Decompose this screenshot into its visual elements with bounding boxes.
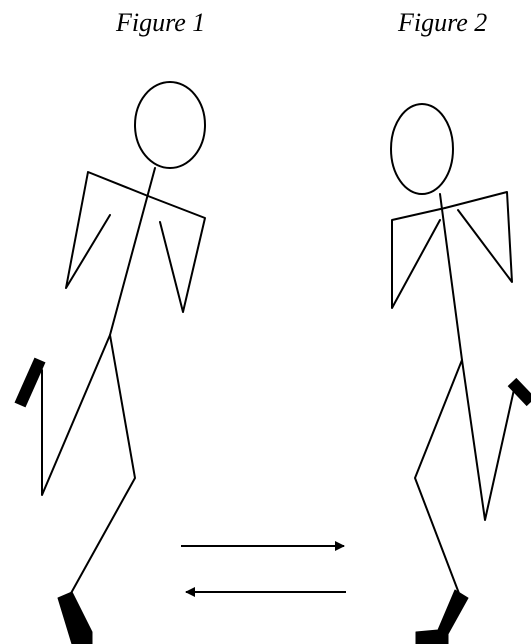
figure-2-left-arm (392, 208, 445, 308)
figure-1-back-shoe (20, 360, 40, 405)
figure-2-back-leg (462, 360, 515, 520)
figure-2-back-shoe (512, 382, 531, 402)
figure-1-front-shoe (58, 592, 92, 644)
stick-figure-1 (20, 82, 205, 644)
figure-1-torso (110, 168, 155, 335)
figure-1-head (135, 82, 205, 168)
stick-figure-2 (391, 104, 531, 644)
figure-2-front-shoe (416, 590, 468, 644)
figure-1-back-leg (42, 335, 110, 495)
figure-2-front-leg (415, 360, 462, 596)
figure-2-head (391, 104, 453, 194)
figure-2-right-arm (445, 192, 512, 282)
figure-1-left-arm (66, 172, 148, 288)
figure-1-front-leg (70, 335, 135, 595)
figure-2-torso (440, 194, 462, 360)
figure-1-right-arm (148, 196, 205, 312)
